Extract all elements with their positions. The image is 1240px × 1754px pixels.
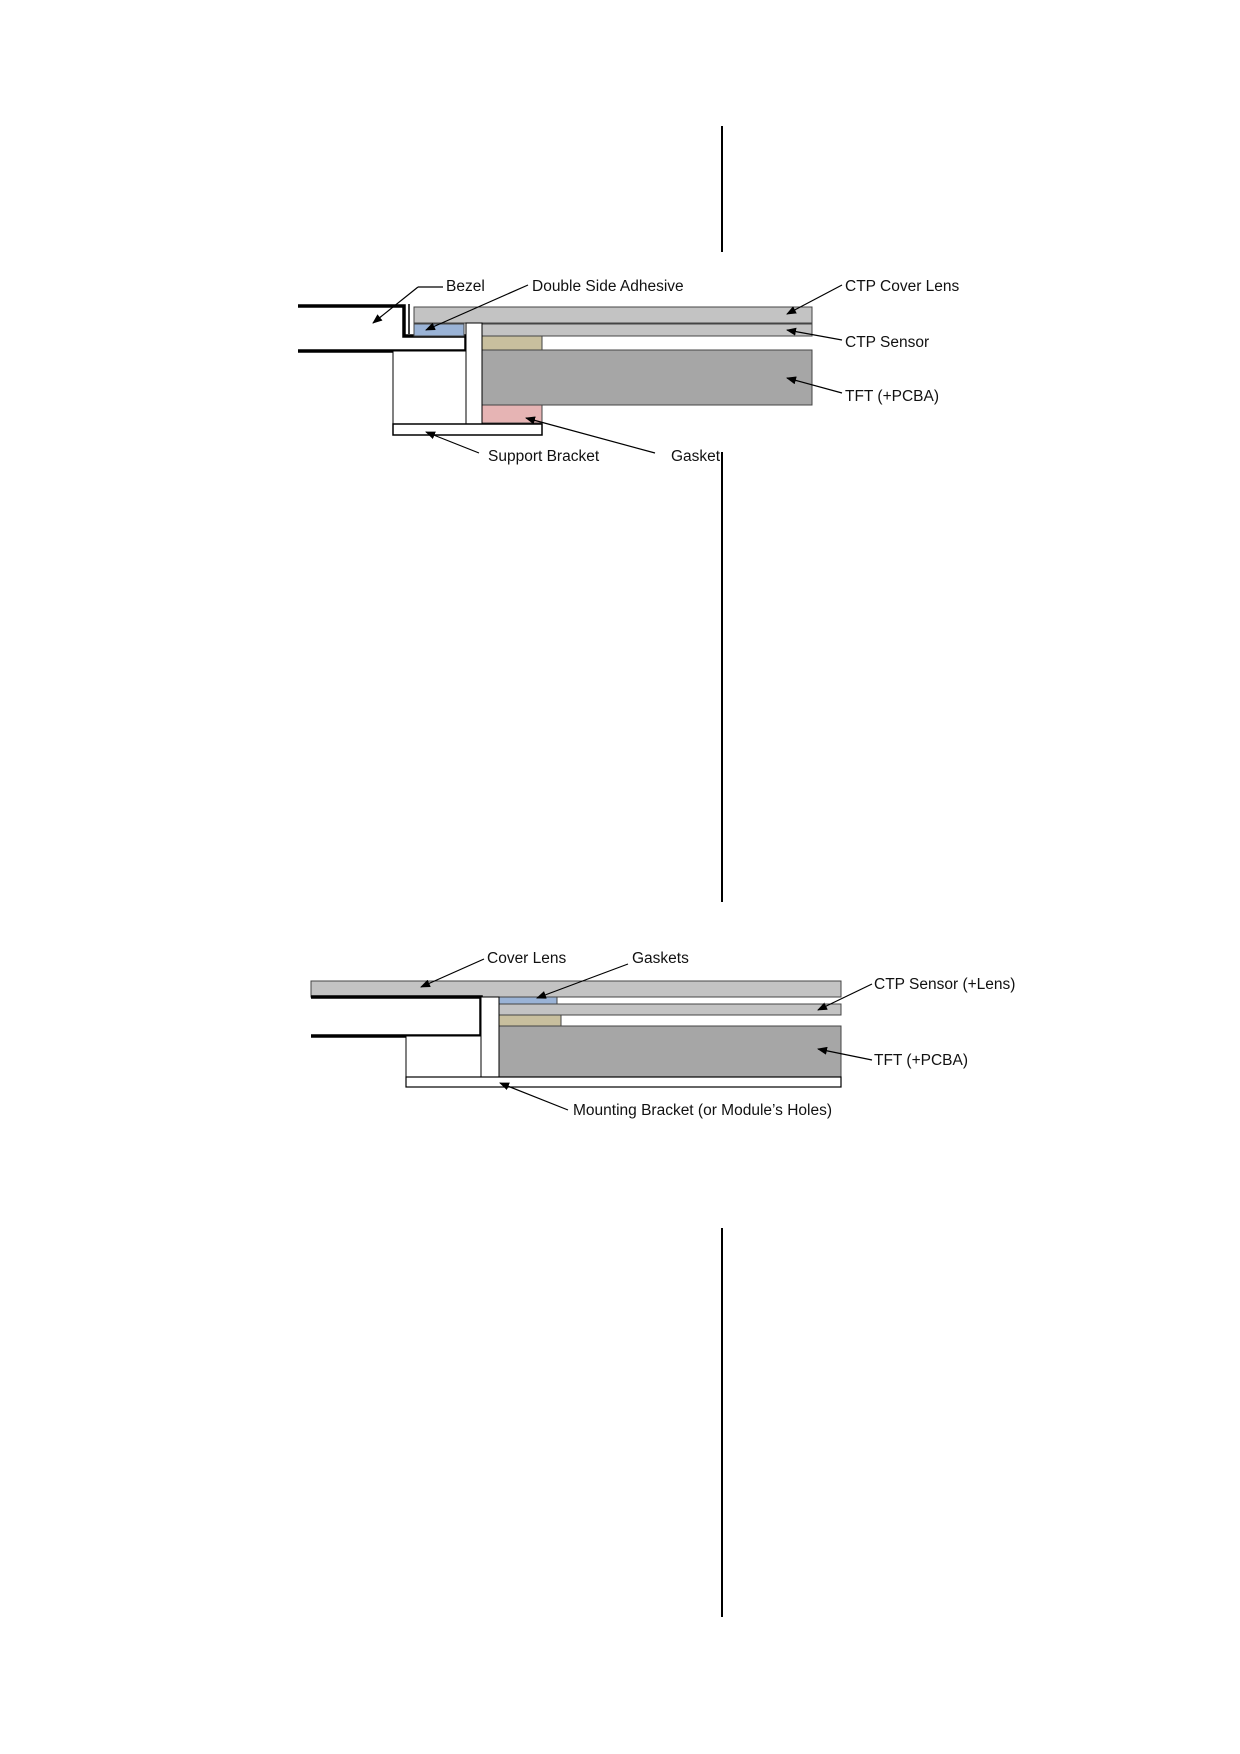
bezel-shape-bottom [311, 995, 483, 1038]
label-tft: TFT (+PCBA) [845, 388, 939, 405]
foam-spacer [481, 335, 543, 351]
leader-gaskets [536, 963, 629, 999]
diagram-top: Bezel Double Side Adhesive CTP Cover Len… [298, 278, 960, 465]
label-ctp-cover-lens: CTP Cover Lens [845, 278, 960, 295]
diagram-bottom: Cover Lens Gaskets CTP Sensor (+Lens) TF… [310, 950, 1015, 1119]
label-bezel: Bezel [446, 278, 485, 295]
label-ctp-sensor: CTP Sensor [845, 334, 929, 351]
ctp-sensor-lens [498, 1003, 842, 1016]
leader-support-bracket [425, 431, 480, 454]
label-ctp-sensor-lens: CTP Sensor (+Lens) [874, 976, 1015, 993]
foam-spacer-bottom [498, 1014, 562, 1027]
label-double-side-adhesive: Double Side Adhesive [532, 278, 684, 295]
mounting-bracket-body [405, 1035, 482, 1078]
bracket-post-bottom [480, 996, 500, 1078]
label-tft-bottom: TFT (+PCBA) [874, 1052, 968, 1069]
leader-tft [786, 376, 843, 394]
gaskets [498, 996, 558, 1005]
leader-cover-lens [786, 284, 843, 315]
double-side-adhesive [413, 323, 465, 337]
support-bracket-body [392, 350, 467, 425]
leader-gasket [525, 416, 656, 454]
ctp-sensor [481, 323, 813, 337]
label-support-bracket: Support Bracket [488, 448, 600, 465]
leader-cover-lens-bottom [420, 958, 485, 988]
label-mounting-bracket: Mounting Bracket (or Module’s Holes) [573, 1102, 832, 1119]
leader-ctp-sensor-lens [817, 983, 873, 1011]
support-bracket-base [392, 423, 543, 436]
mounting-bracket-base [405, 1076, 842, 1088]
label-gaskets: Gaskets [632, 950, 689, 967]
tft-panel-bottom [498, 1025, 842, 1078]
ctp-cover-lens [413, 306, 813, 324]
tft-panel [481, 349, 813, 406]
label-gasket: Gasket [671, 448, 721, 465]
label-cover-lens: Cover Lens [487, 950, 567, 967]
bracket-post [465, 322, 483, 425]
cover-lens [310, 980, 842, 998]
leader-adhesive [425, 284, 529, 331]
leader-mounting-bracket [499, 1082, 569, 1111]
leader-sensor [786, 327, 843, 341]
leader-tft-bottom [817, 1046, 873, 1061]
leader-bezel-2 [372, 286, 419, 324]
